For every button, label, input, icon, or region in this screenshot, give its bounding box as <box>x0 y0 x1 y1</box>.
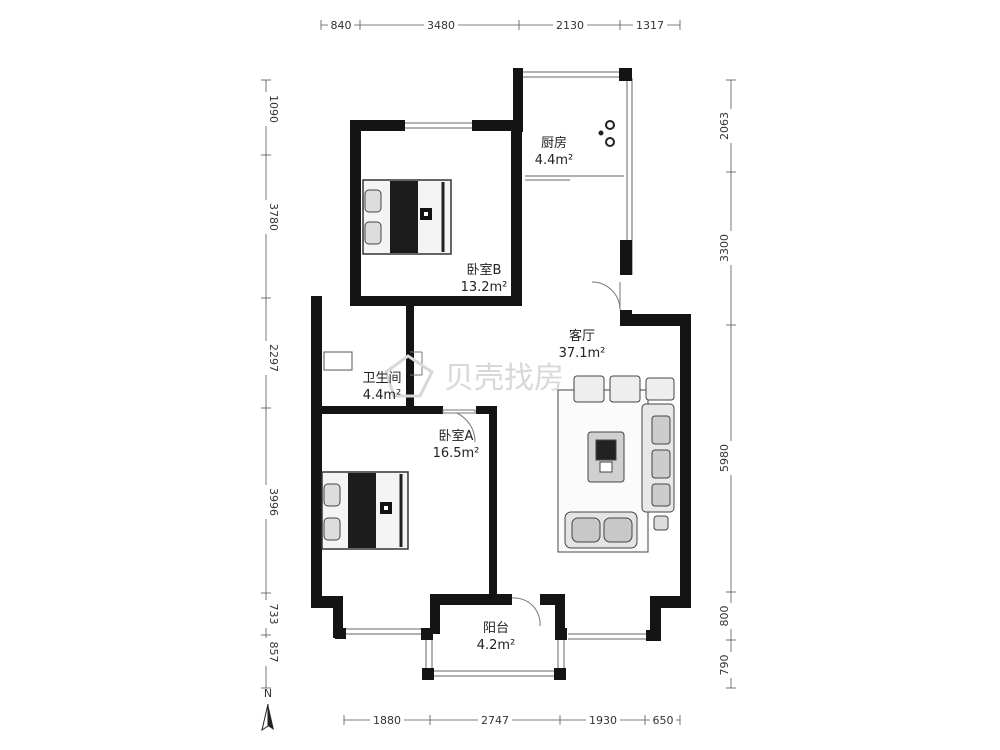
top-dim-3: 2130 <box>556 19 584 32</box>
left-dim-6: 857 <box>267 642 280 663</box>
left-dim-2: 3780 <box>267 203 280 231</box>
left-dim-5: 733 <box>267 604 280 625</box>
bedroom-b-name: 卧室B <box>467 262 502 278</box>
right-dim-4: 800 <box>718 606 731 627</box>
walls <box>311 68 691 680</box>
bathroom-area: 4.4m² <box>363 388 402 403</box>
living-furniture <box>557 375 675 553</box>
left-dim-4: 3996 <box>267 488 280 516</box>
balcony-outline <box>425 634 565 677</box>
compass-north-label: N <box>264 687 272 700</box>
bedroom-a-window <box>343 628 424 635</box>
right-dim-5: 790 <box>718 655 731 676</box>
bathroom-name: 卫生间 <box>362 371 401 386</box>
right-dim-1: 2063 <box>718 112 731 140</box>
left-dimension-bar <box>261 79 271 689</box>
top-dim-1: 840 <box>331 19 352 32</box>
top-dim-4: 1317 <box>636 19 664 32</box>
bottom-dim-1: 1880 <box>373 714 401 727</box>
bed-b <box>362 179 452 255</box>
kitchen-area: 4.4m² <box>535 153 574 168</box>
watermark-text: 贝壳找房 <box>444 361 564 396</box>
balcony-name: 阳台 <box>483 621 509 636</box>
bottom-dim-3: 1930 <box>589 714 617 727</box>
living-window <box>568 633 648 640</box>
bedroom-b-window <box>405 122 475 129</box>
kitchen-name: 厨房 <box>541 135 567 151</box>
living-room-area: 37.1m² <box>559 346 606 361</box>
bottom-dim-2: 2747 <box>481 714 509 727</box>
left-dim-3: 2297 <box>267 344 280 372</box>
north-arrow-icon <box>261 703 274 732</box>
bedroom-b-area: 13.2m² <box>461 280 508 295</box>
right-dim-3: 5980 <box>718 444 731 472</box>
top-dimension-bar <box>320 20 681 30</box>
right-dim-2: 3300 <box>718 234 731 262</box>
watermark-logo <box>384 354 434 398</box>
living-room-name: 客厅 <box>569 328 595 344</box>
balcony-area: 4.2m² <box>477 638 516 653</box>
bottom-dim-4: 650 <box>653 714 674 727</box>
stove <box>598 120 615 147</box>
toilet <box>323 351 353 371</box>
top-dim-2: 3480 <box>427 19 455 32</box>
bed-a <box>321 471 409 550</box>
left-dim-1: 1090 <box>267 95 280 123</box>
right-dimension-bar <box>726 79 736 689</box>
kitchen-outline <box>523 71 633 275</box>
bedroom-a-area: 16.5m² <box>433 446 480 461</box>
bedroom-a-name: 卧室A <box>439 428 474 444</box>
doors <box>410 281 621 627</box>
